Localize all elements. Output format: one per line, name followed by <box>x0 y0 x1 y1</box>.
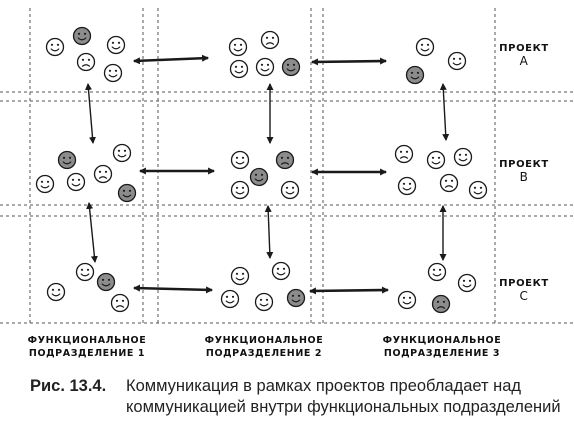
smile-face-icon <box>249 167 269 187</box>
smile-face-icon <box>230 266 250 286</box>
smile-face-icon <box>280 180 300 200</box>
figure-caption: Рис. 13.4. Коммуникация в рамках проектов… <box>30 376 570 418</box>
department-label-3: ФУНКЦИОНАЛЬНОЕ ПОДРАЗДЕЛЕНИЕ 3 <box>382 335 502 359</box>
frown-face-icon <box>76 52 96 72</box>
project-label-b: ПРОЕКТ В <box>499 159 549 184</box>
smile-face-icon <box>415 37 435 57</box>
smile-face-icon <box>255 57 275 77</box>
smile-face-icon <box>220 289 240 309</box>
smile-face-icon <box>230 180 250 200</box>
smile-face-icon <box>405 65 425 85</box>
frown-face-icon <box>93 164 113 184</box>
smile-face-icon <box>75 262 95 282</box>
smile-face-icon <box>468 180 488 200</box>
smile-face-icon <box>271 261 291 281</box>
caption-label: Рис. 13.4. <box>30 377 107 395</box>
smile-face-icon <box>45 37 65 57</box>
arrow-c-2-3 <box>308 286 390 295</box>
department-label-1: ФУНКЦИОНАЛЬНОЕ ПОДРАЗДЕЛЕНИЕ 1 <box>27 335 147 359</box>
smile-face-icon <box>112 143 132 163</box>
smile-face-icon <box>457 273 477 293</box>
caption-line-2: коммуникацией внутри функциональных подр… <box>126 398 561 416</box>
smile-face-icon <box>286 288 306 308</box>
smile-face-icon <box>46 282 66 302</box>
project-label-c: ПРОЕКТ С <box>499 278 549 303</box>
smile-face-icon <box>229 59 249 79</box>
smile-face-icon <box>427 262 447 282</box>
arrow-c-1-2 <box>132 284 214 294</box>
grid-lines <box>0 8 574 324</box>
department-label-2: ФУНКЦИОНАЛЬНОЕ ПОДРАЗДЕЛЕНИЕ 2 <box>204 335 324 359</box>
arrow-d1-a-b <box>85 82 96 145</box>
smile-face-icon <box>281 57 301 77</box>
smile-face-icon <box>426 150 446 170</box>
arrow-d1-b-c <box>86 201 98 264</box>
smile-face-icon <box>447 51 467 71</box>
smile-face-icon <box>35 174 55 194</box>
frown-face-icon <box>260 30 280 50</box>
smile-face-icon <box>66 172 86 192</box>
arrow-a-2-3 <box>310 57 388 66</box>
people-faces <box>35 26 488 314</box>
frown-face-icon <box>439 173 459 193</box>
arrow-d3-a-b <box>439 82 450 142</box>
organization-diagram <box>0 8 574 324</box>
smile-face-icon <box>103 63 123 83</box>
frown-face-icon <box>110 293 130 313</box>
smile-face-icon <box>117 183 137 203</box>
frown-face-icon <box>431 294 451 314</box>
smile-face-icon <box>397 176 417 196</box>
frown-face-icon <box>394 144 414 164</box>
arrows <box>132 54 390 295</box>
frown-face-icon <box>275 150 295 170</box>
smile-face-icon <box>453 147 473 167</box>
smile-face-icon <box>96 272 116 292</box>
smile-face-icon <box>72 26 92 46</box>
arrow-d2-b-c <box>264 204 274 260</box>
project-label-a: ПРОЕКТ А <box>499 43 549 68</box>
smile-face-icon <box>106 35 126 55</box>
thin-arrows <box>85 82 450 264</box>
smile-face-icon <box>228 37 248 57</box>
smile-face-icon <box>230 150 250 170</box>
smile-face-icon <box>254 292 274 312</box>
smile-face-icon <box>57 150 77 170</box>
arrow-a-1-2 <box>132 54 210 65</box>
caption-line-1: Коммуникация в рамках проектов преоблада… <box>126 377 522 395</box>
smile-face-icon <box>397 290 417 310</box>
